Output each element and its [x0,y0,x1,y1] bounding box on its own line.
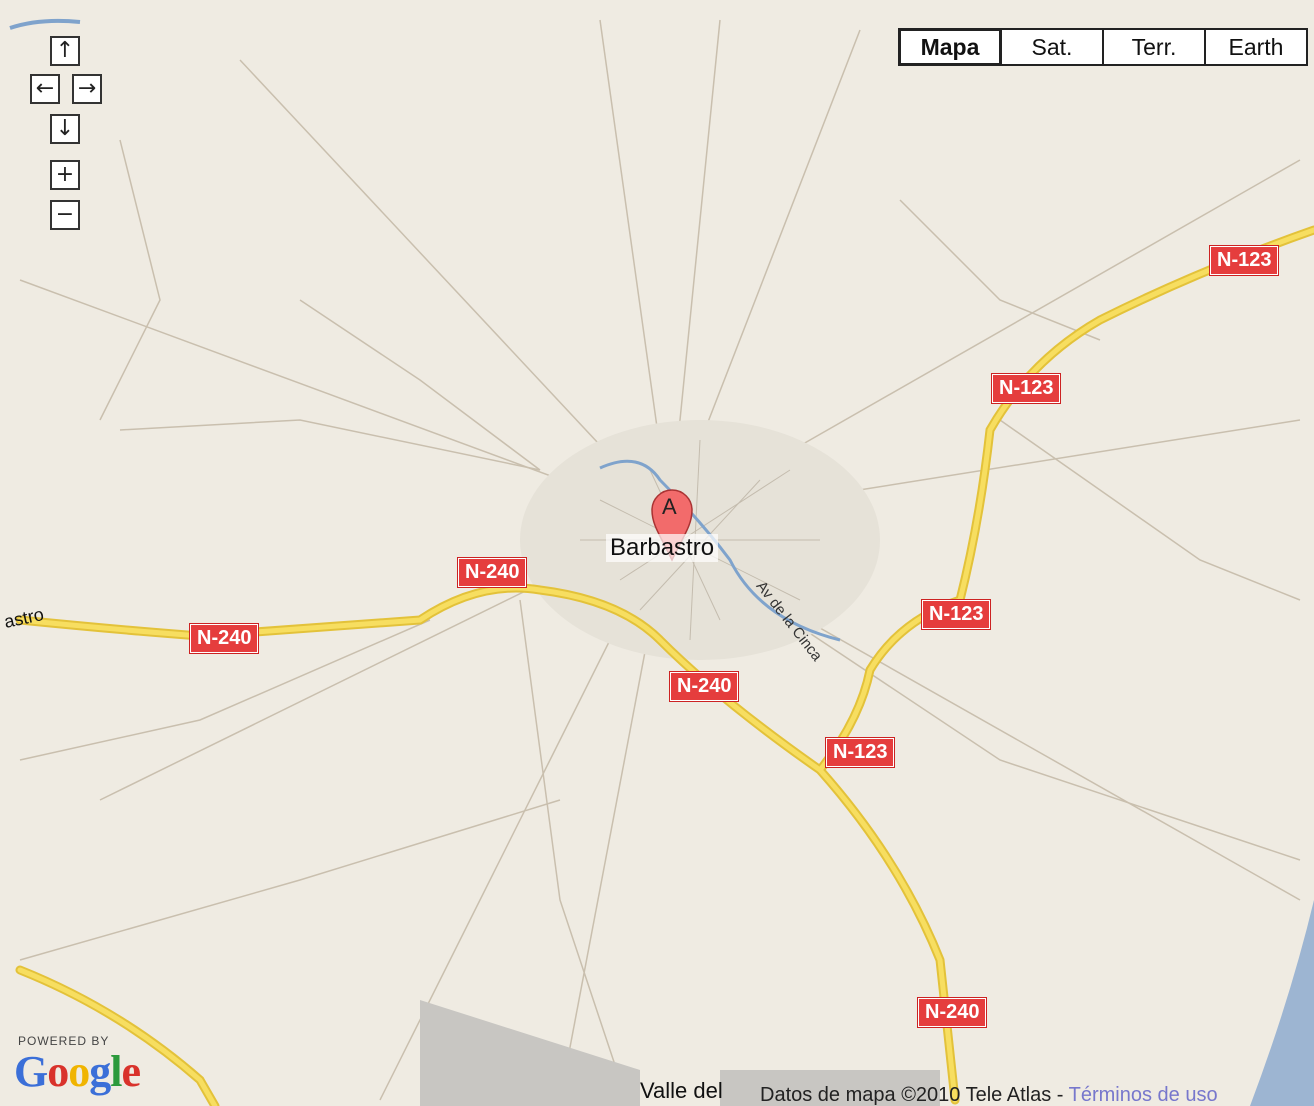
place-label-south: Valle del [640,1078,723,1103]
route-shield-n240: N-240 [456,557,528,588]
map-type-mapa[interactable]: Mapa [898,28,1002,66]
pan-down-button[interactable]: ↓ [50,114,80,144]
pan-up-button[interactable]: ↑ [50,36,80,66]
pan-left-button[interactable]: ← [30,74,60,104]
map-type-earth[interactable]: Earth [1204,28,1308,66]
pan-right-button[interactable]: → [72,74,102,104]
city-label: Barbastro [606,534,719,562]
zoom-out-button[interactable]: − [50,200,80,230]
attribution-text: Datos de mapa ©2010 Tele Atlas - [760,1084,1069,1106]
powered-by-label: POWERED BY [18,1034,110,1048]
map-attribution: Datos de mapa ©2010 Tele Atlas - Término… [760,1084,1218,1106]
route-shield-n240: N-240 [668,671,740,702]
route-shield-n123: N-123 [1208,245,1280,276]
google-logo[interactable]: Google [14,1047,141,1096]
route-shield-n123: N-123 [990,373,1062,404]
route-shield-n240: N-240 [916,997,988,1028]
route-shield-n123: N-123 [920,599,992,630]
map-type-sat[interactable]: Sat. [1000,28,1104,66]
industrial-area-2 [720,1070,940,1106]
zoom-in-button[interactable]: + [50,160,80,190]
industrial-area [420,1000,640,1106]
route-shield-n123: N-123 [824,737,896,768]
route-shield-n240: N-240 [188,623,260,654]
map-type-terr[interactable]: Terr. [1102,28,1206,66]
marker-letter[interactable]: A [662,494,677,519]
marker-a-icon [651,489,693,562]
highways [15,225,1314,1106]
map-type-selector: Mapa Sat. Terr. Earth [898,28,1308,66]
reservoir [1250,900,1314,1106]
terms-link[interactable]: Términos de uso [1068,1084,1218,1106]
